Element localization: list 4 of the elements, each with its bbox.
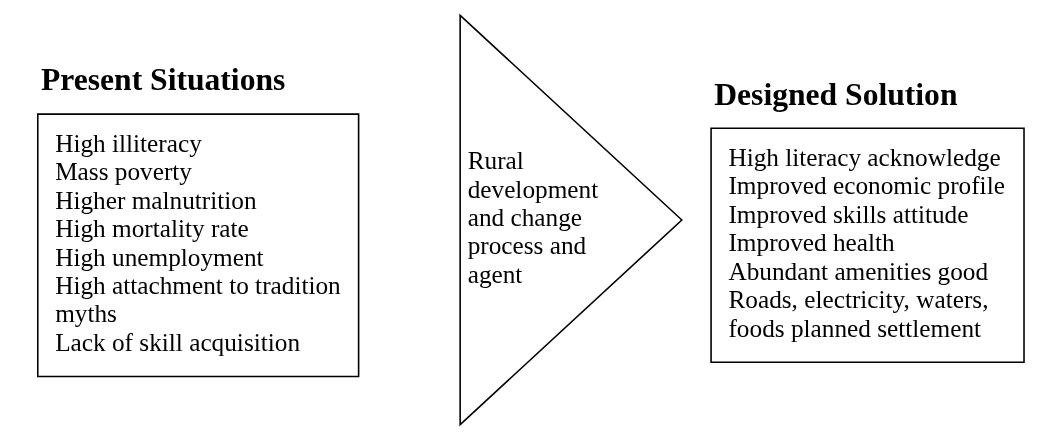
node-label: Present Situations (40, 61, 286, 97)
node-box: High literacy acknowledge Improved economic profile Improved skills attitude Improved health Abundant amenities good Roads, electricity, waters, foods planned settlement (710, 127, 1025, 363)
node-label: Designed Solution (714, 76, 958, 112)
node-box: High illiteracy Mass poverty Higher malnutrition High mortality rate High unemployment High attachment to tradition myths Lack of skill acquisition (37, 112, 360, 377)
